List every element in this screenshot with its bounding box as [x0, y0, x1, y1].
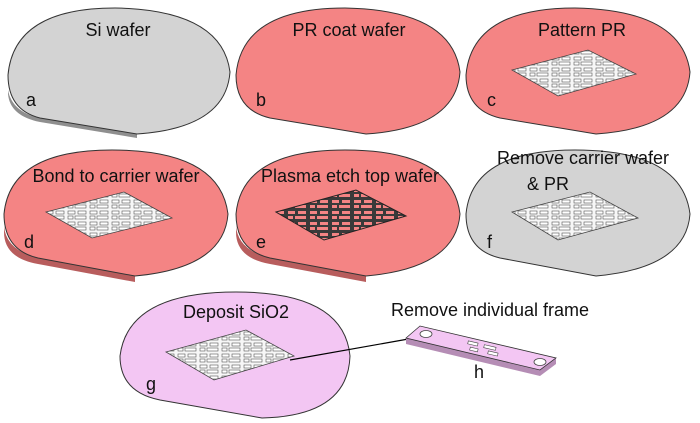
frame-slot-1 — [467, 340, 479, 347]
panel-g-letter: g — [146, 374, 156, 394]
panel-f: Remove carrier wafer & PR f — [465, 148, 691, 277]
wafer-d-edge — [4, 226, 135, 282]
pattern-g — [164, 329, 296, 381]
panel-d-title: Bond to carrier wafer — [32, 166, 199, 186]
panel-b-letter: b — [256, 90, 266, 110]
callout-line — [289, 337, 415, 361]
panel-g: Deposit SiO2 g — [119, 291, 351, 419]
wafer-a — [7, 7, 231, 135]
pattern-c — [510, 49, 638, 97]
panel-e-letter: e — [256, 232, 266, 252]
panel-e: Plasma etch top wafer e — [235, 149, 461, 282]
panel-f-letter: f — [487, 232, 493, 252]
frame-hole-left — [419, 330, 433, 338]
panel-a-letter: a — [26, 90, 37, 110]
panel-c: Pattern PR c — [465, 7, 691, 135]
frame-edge — [406, 338, 556, 376]
panel-b: PR coat wafer b — [235, 7, 461, 135]
pattern-d — [44, 191, 174, 239]
panel-d-letter: d — [24, 232, 34, 252]
pattern-e — [274, 189, 408, 241]
wafer-a-edge — [8, 90, 137, 138]
panel-f-title-line2: & PR — [527, 174, 569, 194]
panel-a-title: Si wafer — [85, 20, 150, 40]
panel-h: Remove individual frame h — [391, 300, 589, 382]
frame-step-title: Remove individual frame — [391, 300, 589, 320]
panel-c-letter: c — [487, 90, 496, 110]
frame-step-letter: h — [474, 362, 484, 382]
pattern-f — [510, 191, 640, 241]
panel-c-title: Pattern PR — [538, 20, 626, 40]
panel-d: Bond to carrier wafer d — [3, 149, 229, 282]
frame-hole-right — [533, 358, 547, 366]
panel-a: Si wafer a — [7, 7, 231, 138]
panel-b-title: PR coat wafer — [292, 20, 405, 40]
wafer-e-edge — [236, 226, 366, 282]
panel-e-title: Plasma etch top wafer — [261, 166, 439, 186]
wafer-b — [235, 7, 461, 135]
frame-slot-4 — [487, 350, 499, 357]
frame-slot-2 — [483, 344, 497, 351]
individual-frame — [405, 325, 557, 371]
panel-f-title: Remove carrier wafer — [497, 148, 669, 168]
panel-g-title: Deposit SiO2 — [183, 302, 289, 322]
frame-slot-3 — [469, 346, 479, 353]
